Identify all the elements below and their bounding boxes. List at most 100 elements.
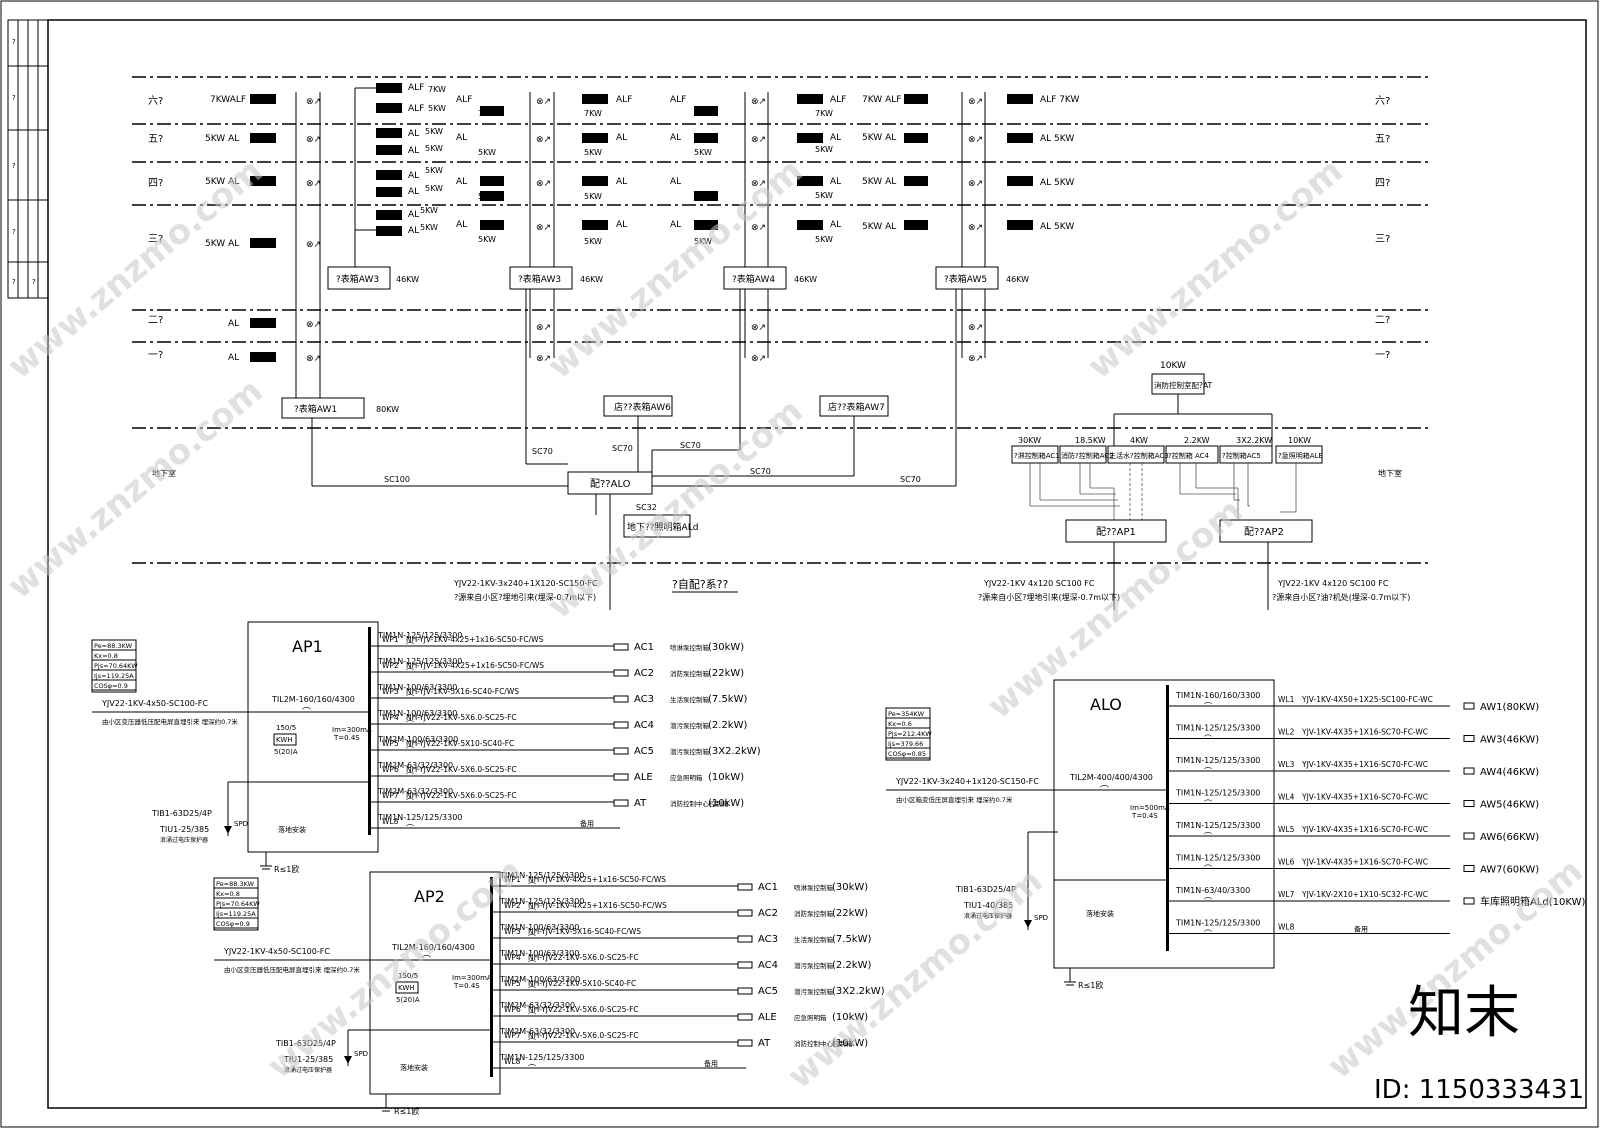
- incoming-note: 由小区变压器低压配电屏直埋引来 埋深约0.7米: [102, 717, 238, 726]
- load-kw: 5KW: [584, 192, 602, 201]
- param-value: Pe=88.3KW: [94, 642, 133, 650]
- circuit-id: WL6: [1278, 858, 1295, 867]
- bus-bar: [490, 877, 493, 1077]
- switch-symbol: ⊗↗: [306, 240, 321, 250]
- switch-symbol: ⊗↗: [968, 97, 983, 107]
- load-symbol: [737, 987, 753, 995]
- load-kw: 7KW: [815, 109, 833, 118]
- circuit-id: WL3: [1278, 760, 1295, 769]
- strip-mark: ?: [12, 228, 16, 236]
- load-label: AL: [408, 187, 419, 197]
- load-label: AL: [830, 220, 841, 230]
- param-value: Pe=88.3KW: [216, 880, 255, 888]
- ct-ratio: 150/5: [276, 724, 296, 732]
- switch-symbol: ⊗↗: [751, 323, 766, 333]
- section-title: ?自配?系??: [672, 578, 729, 591]
- load-label: AL: [456, 133, 467, 143]
- circuit-cable: NH-YJV22-1KV-5X6.0-SC25-FC: [406, 791, 517, 800]
- load-symbol: [1463, 767, 1475, 775]
- circuit-power: (10kW): [708, 798, 744, 809]
- circuit-breaker: TIM1N-125/125/3300: [1175, 724, 1260, 733]
- load-symbol: [737, 935, 753, 943]
- panel-title: AP2: [414, 887, 445, 906]
- load-kw: 5KW: [694, 192, 712, 201]
- circuit-description: 生活泵控制箱: [670, 695, 710, 704]
- breaker-symbol: ⌒: [1204, 832, 1212, 841]
- load-label: AL: [408, 210, 419, 220]
- circuit-breaker: TIM1N-100/63/3300: [499, 949, 579, 958]
- circuit-power: (10kW): [832, 1012, 868, 1023]
- circuit-destination: AC5: [634, 746, 654, 757]
- load-label: AL: [408, 226, 419, 236]
- spd-icon: [224, 826, 232, 834]
- mount-note: 落地安装: [400, 1063, 428, 1072]
- breaker-symbol: ⌒: [1204, 930, 1212, 939]
- circuit-description: 备用: [1354, 925, 1368, 934]
- circuit-description: 消防控制中心控制箱: [670, 799, 729, 808]
- watermark-url: www.znzmo.com: [1320, 851, 1590, 1087]
- circuit-destination: AC5: [758, 986, 778, 997]
- switch-symbol: ⊗↗: [751, 223, 766, 233]
- circuit-description: 潜污泵控制箱: [670, 721, 710, 730]
- load-kw: 5KW: [425, 184, 443, 193]
- circuit-destination: AW6(66KW): [1480, 832, 1539, 843]
- leak-current: Im=300mA: [332, 726, 372, 734]
- circuit-destination: AC3: [758, 934, 778, 945]
- meter-box-label: ?表箱AW3: [518, 273, 561, 285]
- floor-label: 六?: [148, 95, 163, 107]
- fire-distribution: 10KW 消防控制室配?AT 30KW ?淋控制箱AC1 18.5KW 消防?控…: [978, 361, 1410, 610]
- spd-label: SPD: [1034, 914, 1048, 922]
- param-value: Pe=354KW: [888, 710, 925, 718]
- strip-mark: ?: [32, 278, 36, 286]
- circuit-id: WL1: [1278, 695, 1295, 704]
- load-label: ALF: [408, 104, 424, 114]
- leak-current: Im=300mA: [452, 974, 492, 982]
- circuit-cable: NH-YJV22-1KV-5X10-SC40-FC: [528, 979, 636, 988]
- circuit-description: 生活泵控制箱: [794, 935, 834, 944]
- param-value: Pjs=212.4KW: [888, 730, 932, 738]
- circuit-cable: NH-YJV22-1KV-5X6.0-SC25-FC: [406, 765, 517, 774]
- switch-symbol: ⊗↗: [306, 97, 321, 107]
- breaker-symbol: ⌒: [1204, 897, 1212, 906]
- circuit-id: WP4: [382, 713, 399, 722]
- switch-symbol: ⊗↗: [306, 179, 321, 189]
- spd-label: SPD: [234, 820, 248, 828]
- circuit-cable: YJV-1KV-4X35+1X16-SC70-FC-WC: [1301, 858, 1428, 867]
- load-kw: 5KW: [694, 237, 712, 246]
- circuit-destination: AW4(46KW): [1480, 767, 1539, 778]
- meter-box-kw: 46KW: [1006, 275, 1029, 284]
- ap2-box-label: 配??AP2: [1244, 526, 1284, 538]
- meter-box-aw3: [327, 266, 391, 290]
- circuit-id: WP7: [382, 791, 399, 800]
- param-value: Kx=0.6: [888, 720, 912, 728]
- floor-label: 三?: [1375, 234, 1390, 245]
- strip-mark: ?: [12, 162, 16, 170]
- kwh-meter: [273, 733, 297, 746]
- circuit-destination: AW1(80KW): [1480, 702, 1539, 713]
- watermark-url: www.znzmo.com: [780, 861, 1050, 1097]
- riser-column-2: ALF 7KW AL 5KW AL 5KW AL 5KW ALF 7KW AL …: [456, 92, 632, 464]
- load-label: AL: [670, 220, 681, 230]
- basement-light-label: 地下??照明箱ALd: [627, 521, 698, 533]
- circuit-id: WP1: [382, 635, 399, 644]
- circuit-breaker: TIM1N-125/125/3300: [1175, 789, 1260, 798]
- circuit-cable: YJV-1KV-4X35+1X16-SC70-FC-WC: [1301, 793, 1428, 802]
- circuit-cable: NH-YJV22-1KV-5X6.0-SC25-FC: [406, 713, 517, 722]
- circuit-breaker: TIM2M-63/32/3300: [377, 761, 453, 770]
- load-symbol: [613, 669, 629, 677]
- load-label: AL: [228, 353, 239, 363]
- left-title-strip: ? ? ? ? ? ?: [7, 19, 49, 299]
- load-kw: 5KW: [478, 148, 496, 157]
- breaker-symbol: ⌒: [528, 882, 536, 891]
- breaker-symbol: ⌒: [528, 1012, 536, 1021]
- strip-mark: ?: [12, 94, 16, 102]
- load-label: ALF: [670, 95, 686, 105]
- circuit-description: 潜污泵控制箱: [794, 961, 834, 970]
- panel-title: ALO: [1090, 695, 1122, 714]
- bus-bar: [1166, 685, 1169, 951]
- load-kw: 5KW: [815, 191, 833, 200]
- load-label: AL: [616, 220, 627, 230]
- load-symbol: [1463, 897, 1475, 905]
- load-label: 5KW AL: [862, 133, 896, 143]
